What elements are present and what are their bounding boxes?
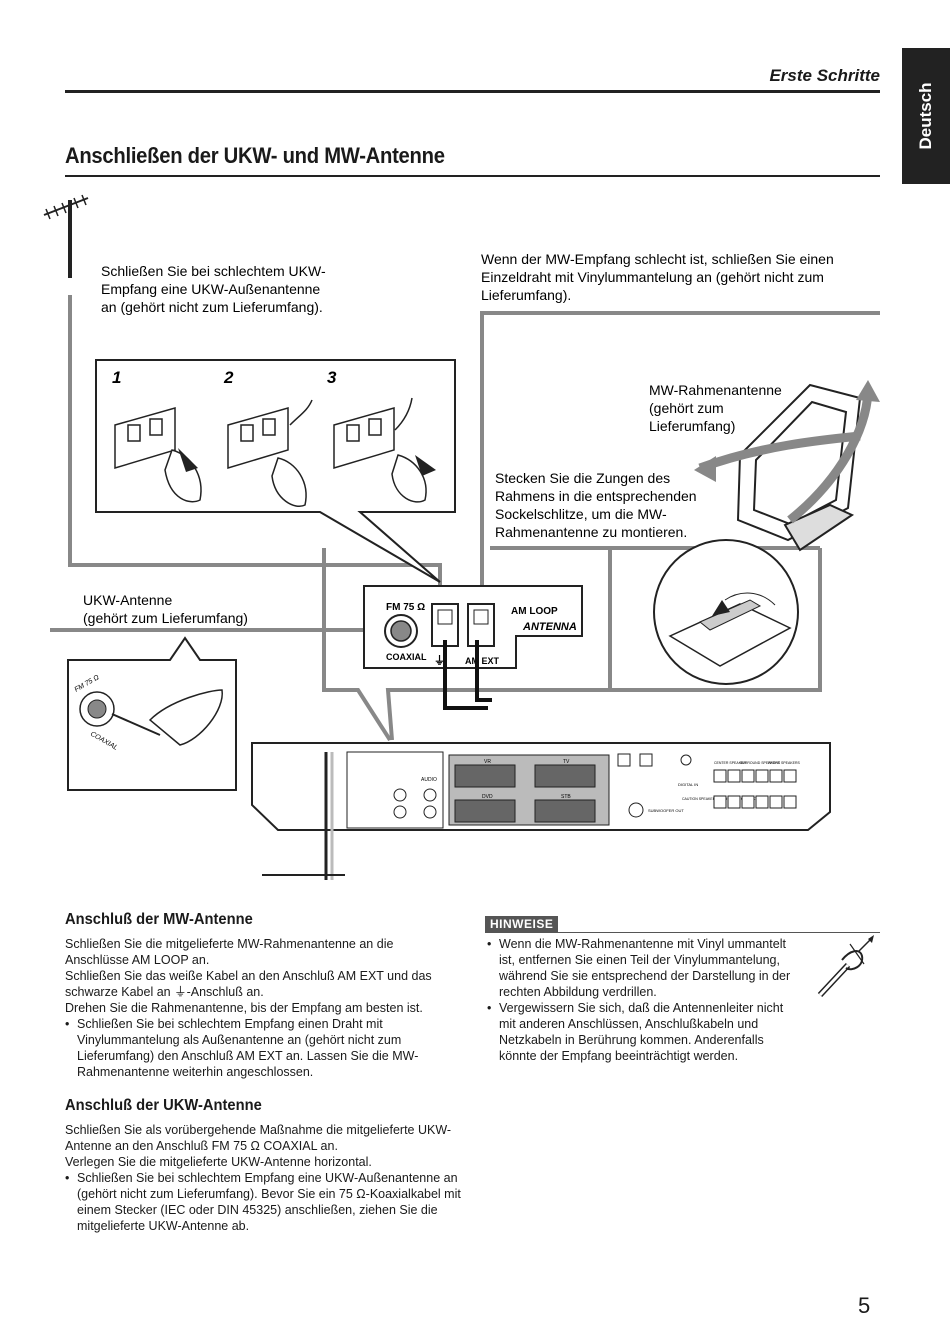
receiver-rear-panel: VR TV DVD STB AUDIO DIGITAL IN SUBWOOFER… — [251, 742, 831, 880]
mw-line-3: Schließen Sie das weiße Kabel an den Ans… — [65, 969, 432, 983]
fm-section-body: Schließen Sie als vorübergehende Maßnahm… — [65, 1122, 465, 1234]
page-number: 5 — [858, 1293, 871, 1318]
fm-line-3: Verlegen Sie die mitgelieferte UKW-Anten… — [65, 1155, 372, 1169]
step-2-label: 2 — [223, 368, 234, 387]
rear-dvd-label: DVD — [482, 794, 493, 800]
step-1-label: 1 — [112, 368, 121, 387]
antenna-connection-diagram: 1 2 3 FM 75 Ω COAXIAL AM LOOP ANTENNA — [43, 194, 880, 880]
fm-plug-detail: FM 75 Ω COAXIAL — [67, 636, 237, 791]
section-title: Erste Schritte — [769, 66, 880, 85]
rear-stb-label: STB — [561, 794, 571, 800]
mw-line-5: Drehen Sie die Rahmenantenne, bis der Em… — [65, 1001, 423, 1015]
fm-line-1: Schließen Sie als vorübergehende Maßnahm… — [65, 1123, 452, 1137]
callout-fm-outdoor: Schließen Sie bei schlechtem UKW- Empfan… — [101, 263, 330, 315]
clamp-steps-illustration: 1 2 3 — [95, 359, 456, 583]
rear-audio-label: AUDIO — [421, 777, 437, 783]
notes-rule — [485, 932, 880, 933]
panel-fm-label: FM 75 Ω — [386, 602, 425, 613]
fm-outdoor-wire — [68, 295, 442, 585]
callout-fm-antenna: UKW-Antenne (gehört zum Lieferumfang) — [83, 592, 248, 626]
notes-list: Wenn die MW-Rahmenantenne mit Vinyl umma… — [487, 936, 802, 1064]
callout-am-loop: MW-Rahmenantenne (gehört zum Lieferumfan… — [649, 382, 786, 434]
note-item: Vergewissern Sie sich, daß die Antennenl… — [487, 1000, 802, 1064]
heading-rule — [65, 175, 880, 177]
rear-vr-label: VR — [484, 759, 491, 765]
loop-stand-detail — [653, 539, 799, 685]
step-3-label: 3 — [327, 368, 337, 387]
callout-am-wire: Wenn der MW-Empfang schlecht ist, schlie… — [481, 251, 838, 303]
page-heading: Anschließen der UKW- und MW-Antenne — [65, 143, 445, 168]
panel-coaxial-label: COAXIAL — [386, 652, 427, 662]
rear-front-label: FRONT SPEAKERS — [768, 761, 800, 765]
rear-digital-in-label: DIGITAL IN — [678, 782, 698, 787]
panel-am-loop-label: AM LOOP — [511, 606, 558, 617]
am-wire — [480, 311, 880, 625]
panel-am-ext-label: AM EXT — [465, 656, 500, 666]
note-item: Wenn die MW-Rahmenantenne mit Vinyl umma… — [487, 936, 802, 1000]
header-rule — [65, 90, 880, 93]
antenna-terminal-panel: FM 75 Ω COAXIAL AM LOOP ANTENNA AM EXT ⏚ — [363, 585, 583, 669]
mw-line-4: schwarze Kabel an ⏚-Anschluß an. — [65, 985, 264, 999]
language-tab: Deutsch — [902, 48, 950, 184]
rear-tv-label: TV — [563, 759, 570, 765]
mw-section-heading: Anschluß der MW-Antenne — [65, 911, 253, 928]
svg-text:⏚: ⏚ — [434, 654, 445, 667]
fm-section-heading: Anschluß der UKW-Antenne — [65, 1097, 262, 1114]
fm-bullet: Schließen Sie bei schlechtem Empfang ein… — [65, 1170, 461, 1234]
twisted-wire-icon — [817, 935, 874, 998]
fm-outdoor-antenna-icon — [43, 194, 89, 278]
fm-line-2: Antenne an den Anschluß FM 75 Ω COAXIAL … — [65, 1139, 338, 1153]
mw-bullet: Schließen Sie bei schlechtem Empfang ein… — [65, 1016, 437, 1080]
rear-subwoofer-label: SUBWOOFER OUT — [648, 808, 684, 813]
mw-line-2: Anschlüsse AM LOOP an. — [65, 953, 210, 967]
rear-surround-label: SURROUND SPEAKERS — [740, 761, 781, 765]
panel-antenna-label: ANTENNA — [522, 621, 577, 633]
mw-line-1: Schließen Sie die mitgelieferte MW-Rahme… — [65, 937, 394, 951]
rear-center-label: CENTER SPEAKER — [714, 761, 746, 765]
callout-tabs: Stecken Sie die Zungen des Rahmens in di… — [495, 470, 700, 540]
mw-section-body: Schließen Sie die mitgelieferte MW-Rahme… — [65, 936, 465, 1080]
notes-badge: HINWEISE — [485, 916, 559, 932]
